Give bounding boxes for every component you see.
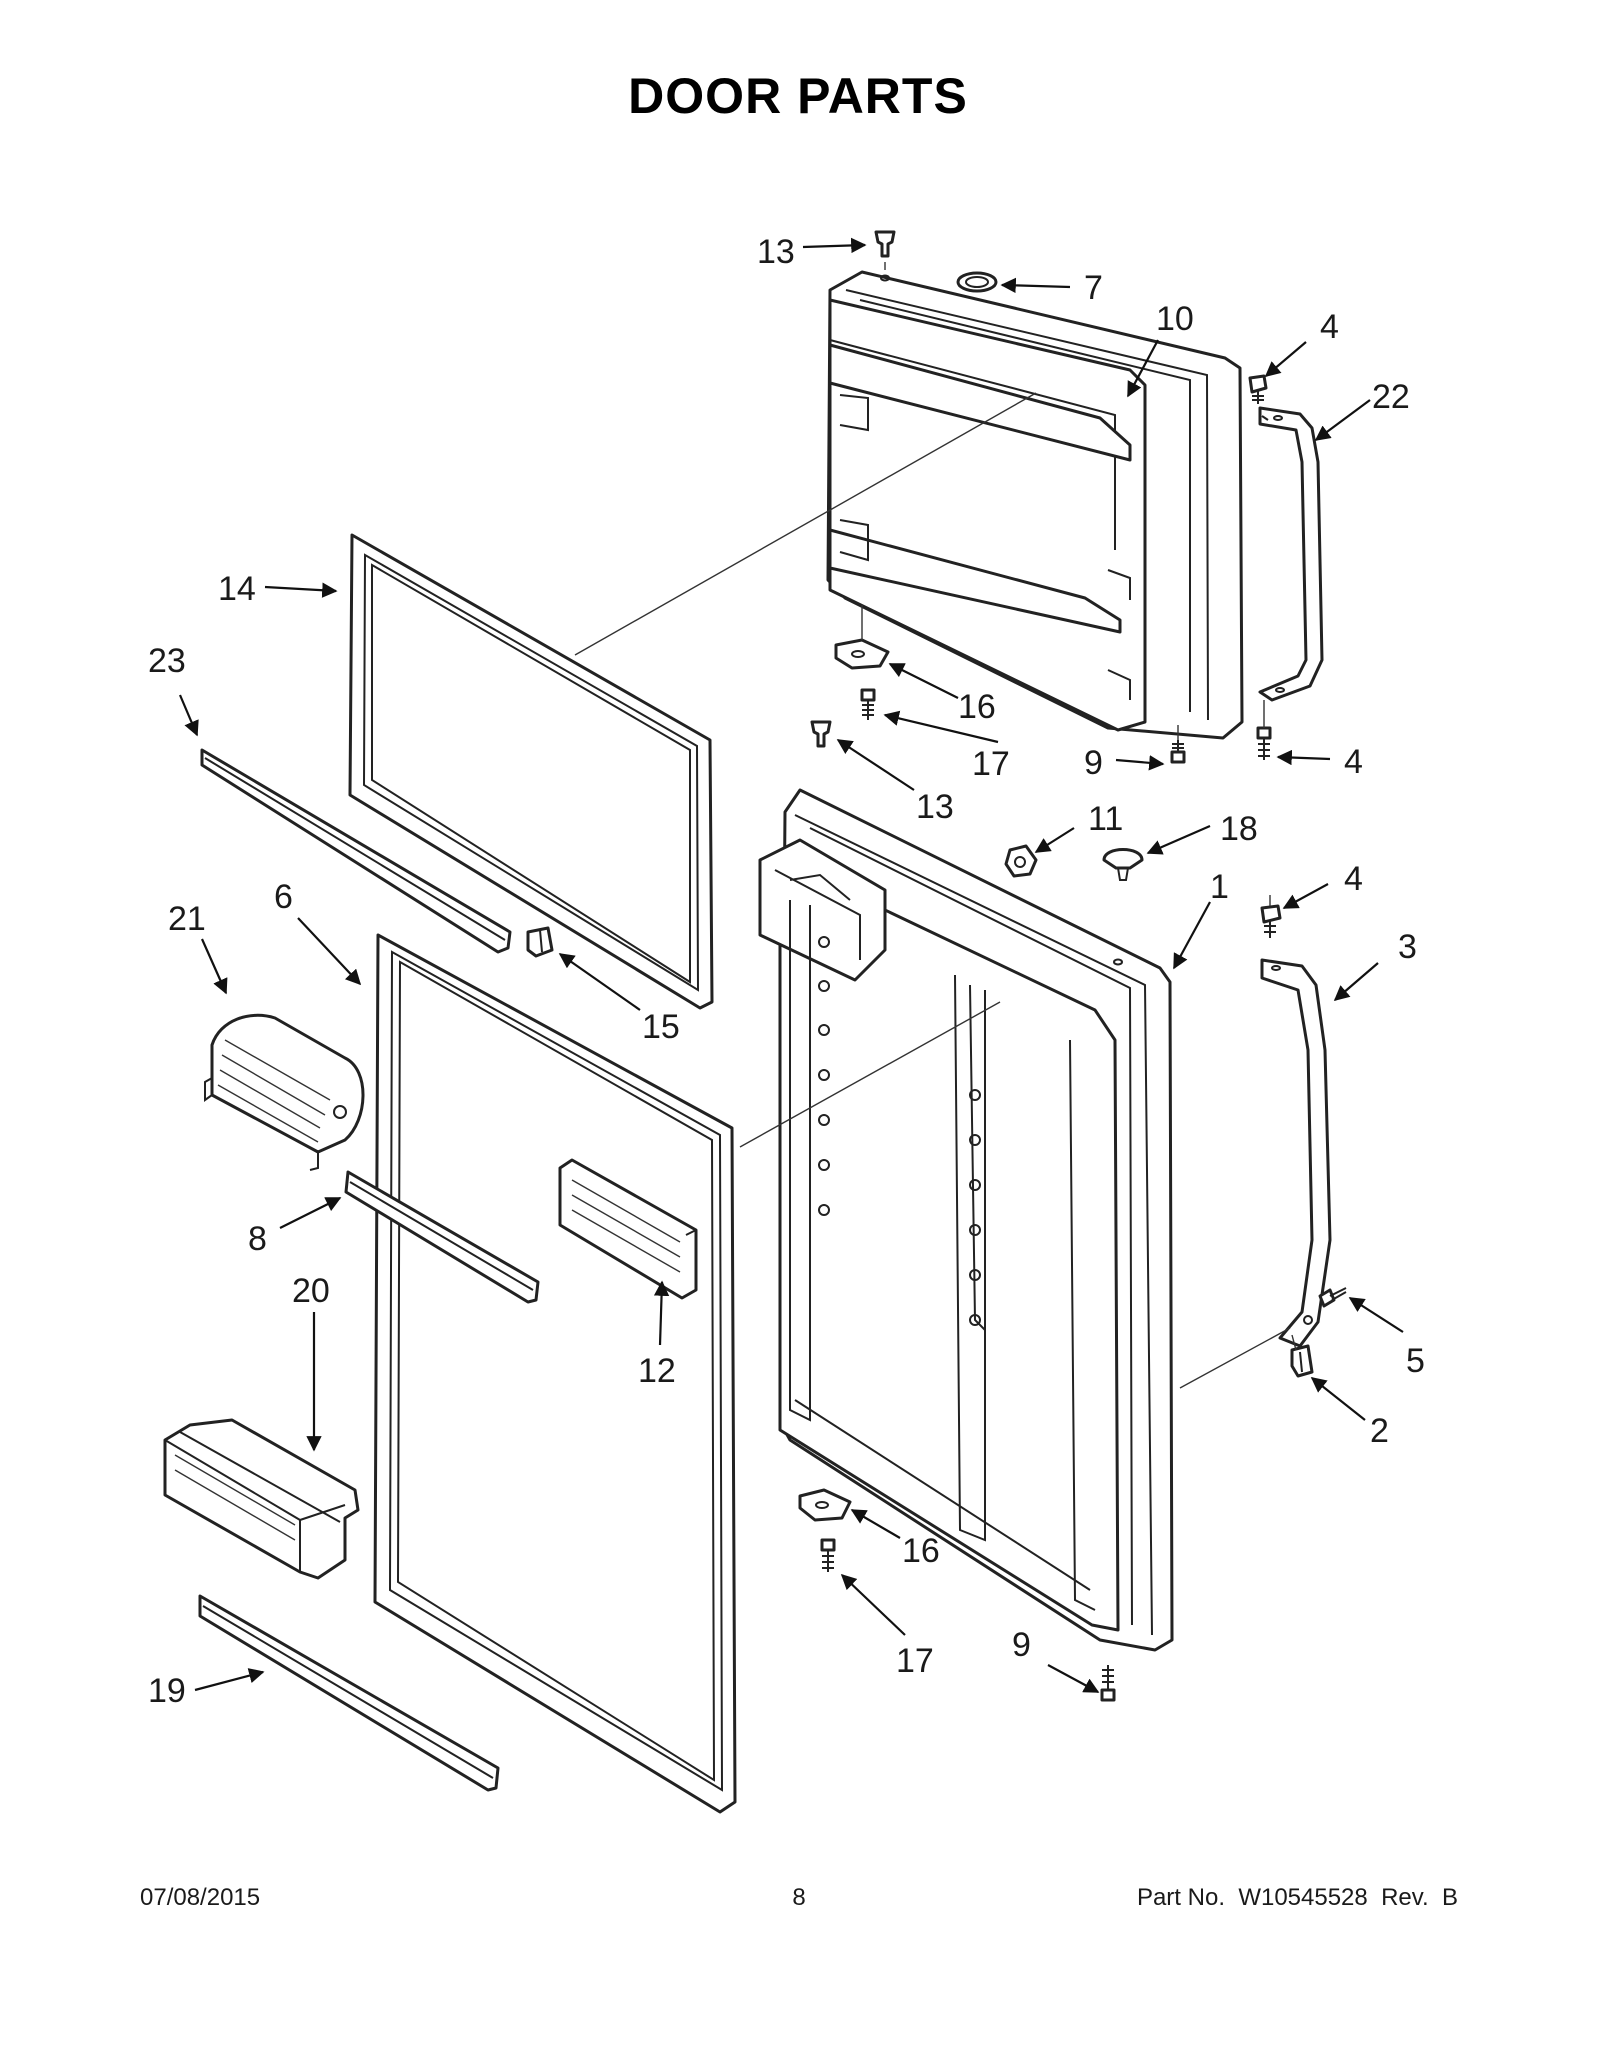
callout-1: 1: [1210, 868, 1229, 906]
egg-bin-part: [204, 1013, 365, 1171]
callout-20: 20: [292, 1272, 330, 1310]
callout-13: 13: [916, 788, 954, 826]
callout-16: 16: [958, 688, 996, 726]
fresh-food-gasket-part: [373, 933, 737, 1814]
callout-16: 16: [902, 1532, 940, 1570]
footer-page-number: 8: [792, 1884, 805, 1911]
callout-18: 18: [1220, 810, 1258, 848]
callout-17: 17: [896, 1642, 934, 1680]
callout-4: 4: [1344, 743, 1363, 781]
callout-9: 9: [1012, 1626, 1031, 1664]
callout-numbers: 13 7 10 4 22 14 23 16 17 9 4 13 11 18 1 …: [148, 233, 1425, 1710]
freezer-handle-part: [1258, 406, 1324, 702]
page-title: DOOR PARTS: [628, 68, 968, 124]
callout-4: 4: [1320, 308, 1339, 346]
callout-8: 8: [248, 1220, 267, 1258]
freezer-door-part: [826, 270, 1244, 740]
dairy-shelf-part: [558, 1158, 698, 1300]
callout-21: 21: [168, 900, 206, 938]
footer-date: 07/08/2015: [140, 1884, 260, 1911]
callout-11: 11: [1088, 800, 1123, 838]
callout-23: 23: [148, 642, 186, 680]
callout-2: 2: [1370, 1412, 1389, 1450]
callout-9: 9: [1084, 744, 1103, 782]
callout-15: 15: [642, 1008, 680, 1046]
callout-3: 3: [1398, 928, 1417, 966]
callout-7: 7: [1084, 269, 1103, 307]
fresh-food-door-part: [758, 788, 1174, 1652]
door-bin-part: [163, 1418, 360, 1580]
callout-12: 12: [638, 1352, 676, 1390]
callout-leaders: [178, 237, 1404, 1693]
alignment-lines: [574, 262, 1297, 1389]
callout-13: 13: [757, 233, 795, 271]
trim-strip-23: [200, 748, 512, 954]
trim-strip-19: [198, 1594, 500, 1792]
shelf-support-dots: [818, 936, 981, 1326]
callout-19: 19: [148, 1672, 186, 1710]
freezer-gasket-part: [348, 533, 714, 1010]
footer-part-number: Part No. W10545528 Rev. B: [1137, 1884, 1458, 1911]
callout-4: 4: [1344, 860, 1363, 898]
fresh-food-handle-part: [1260, 958, 1332, 1348]
callout-6: 6: [274, 878, 293, 916]
trim-strip-8: [344, 1170, 540, 1304]
callout-5: 5: [1406, 1342, 1425, 1380]
callout-14: 14: [218, 570, 256, 608]
callout-22: 22: [1372, 378, 1410, 416]
callout-17: 17: [972, 745, 1010, 783]
callout-10: 10: [1156, 300, 1194, 338]
